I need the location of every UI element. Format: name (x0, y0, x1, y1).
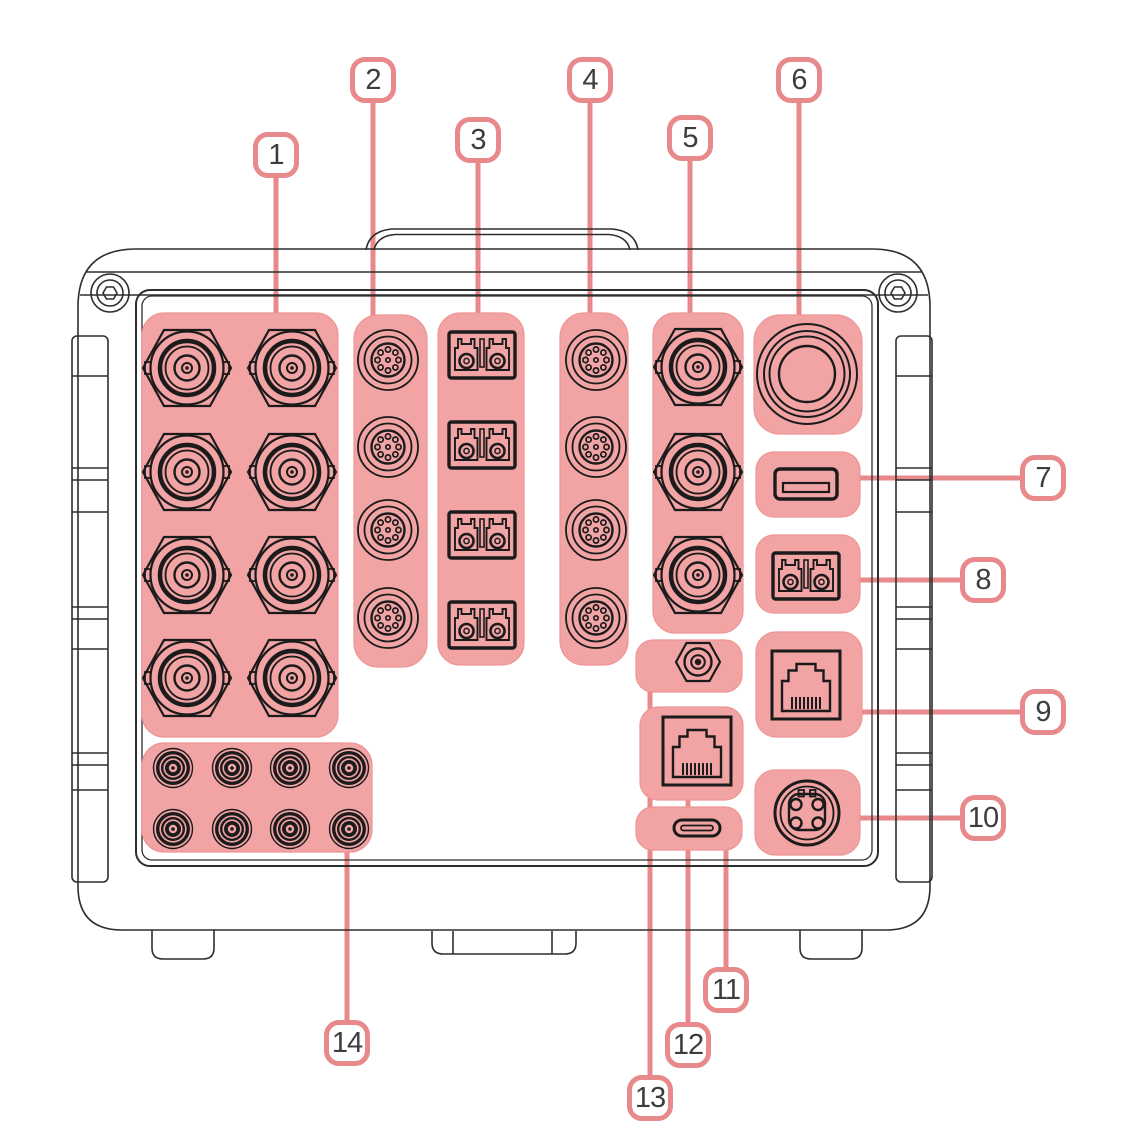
callout-8: 8 (960, 557, 1006, 603)
left-rail-notches (72, 375, 108, 791)
mini-coax-din-connector-icon (211, 747, 253, 789)
group-11-highlight (635, 806, 743, 851)
corner-screw-left-icon (90, 273, 130, 313)
callout-10-number: 10 (967, 801, 999, 834)
callout-14-number: 14 (331, 1026, 363, 1059)
connector-panel-outer (135, 289, 879, 867)
callout-5: 5 (667, 115, 713, 161)
callout-12-number: 12 (672, 1028, 704, 1061)
mini-coax-din-connector-icon (152, 747, 194, 789)
group-13-highlight (635, 639, 743, 693)
mini-coax-din-connector-icon (328, 747, 370, 789)
callout-8-number: 8 (975, 563, 991, 596)
group-10-highlight (754, 769, 861, 856)
group-6-highlight (753, 314, 863, 435)
callout-3: 3 (455, 117, 501, 163)
callout-11: 11 (703, 967, 749, 1013)
group-14-highlight (141, 742, 373, 853)
callout-6-number: 6 (791, 63, 807, 96)
callout-6: 6 (776, 57, 822, 103)
callout-3-number: 3 (470, 123, 486, 156)
callout-7-number: 7 (1035, 461, 1051, 494)
callout-2-number: 2 (365, 63, 381, 96)
group-4-highlight (559, 312, 629, 666)
callout-1: 1 (253, 132, 299, 178)
callout-7: 7 (1020, 455, 1066, 501)
left-foot (151, 930, 215, 960)
callout-13: 13 (627, 1075, 673, 1121)
bottom-stand-bracket (431, 931, 577, 955)
mini-coax-din-connector-icon (328, 808, 370, 850)
mini-coax-din-connector-icon (152, 808, 194, 850)
callout-4-number: 4 (582, 63, 598, 96)
callout-13-number: 13 (634, 1081, 666, 1114)
callout-12: 12 (665, 1022, 711, 1068)
device-chassis-outline (71, 228, 933, 960)
left-rail (71, 335, 109, 883)
group-3-highlight (437, 312, 525, 666)
callout-2: 2 (350, 57, 396, 103)
right-foot (799, 930, 863, 960)
right-rail (895, 335, 933, 883)
callout-10: 10 (960, 795, 1006, 841)
group-7-highlight (755, 451, 861, 518)
group-1-highlight (141, 312, 339, 738)
mini-coax-din-connector-icon (269, 747, 311, 789)
callout-4: 4 (567, 57, 613, 103)
callout-1-number: 1 (268, 138, 284, 171)
chassis-body (77, 248, 931, 931)
callout-14: 14 (324, 1020, 370, 1066)
callout-9: 9 (1020, 689, 1066, 735)
right-rail-notches (896, 375, 932, 791)
mini-coax-din-connector-icon (269, 808, 311, 850)
handle-inner-line (373, 233, 631, 251)
corner-screw-right-icon (878, 273, 918, 313)
mini-coax-din-connector-icon (211, 808, 253, 850)
callout-5-number: 5 (682, 121, 698, 154)
callout-9-number: 9 (1035, 695, 1051, 728)
callout-11-number: 11 (711, 973, 741, 1006)
handle-outline (365, 228, 639, 251)
group-2-highlight (353, 314, 428, 668)
